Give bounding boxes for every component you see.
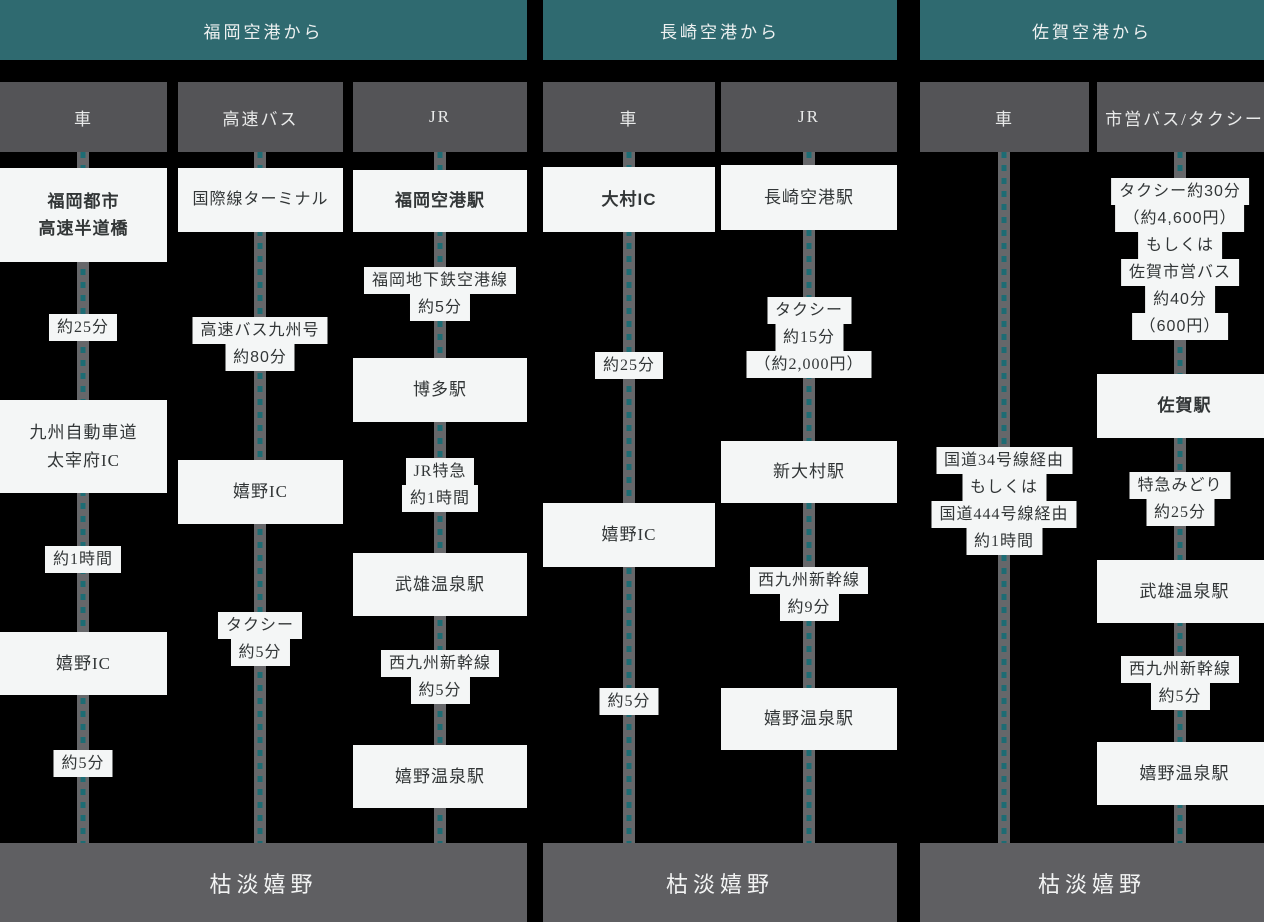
duration-label: 特急みどり 約25分 — [1129, 472, 1231, 526]
duration-label: 約1時間 — [44, 546, 122, 573]
duration-label: 福岡地下鉄空港線 約5分 — [363, 267, 517, 321]
station-box: 嬉野IC — [178, 460, 343, 524]
station-box: 博多駅 — [353, 358, 527, 422]
group-header-saga: 佐賀空港から — [920, 0, 1264, 60]
duration-label: 国道34号線経由 もしくは 国道444号線経由 約1時間 — [931, 447, 1077, 555]
duration-label: タクシー 約5分 — [217, 612, 303, 666]
duration-label: 西九州新幹線 約5分 — [1120, 656, 1240, 710]
station-box: 嬉野IC — [543, 503, 715, 567]
mode-header-jr: JR — [353, 82, 527, 152]
station-box: 佐賀駅 — [1097, 374, 1264, 438]
duration-label: 約5分 — [53, 750, 113, 777]
group-header-nagasaki: 長崎空港から — [543, 0, 897, 60]
duration-label: タクシー約30分 （約4,600円） もしくは 佐賀市営バス 約40分 （600… — [1111, 178, 1249, 340]
mode-header-car: 車 — [0, 82, 167, 152]
mode-header-city-bus-taxi: 市営バス/タクシー — [1097, 82, 1264, 152]
station-box: 嬉野温泉駅 — [1097, 742, 1264, 805]
station-box: 嬉野温泉駅 — [721, 688, 897, 750]
station-box: 嬉野IC — [0, 632, 167, 695]
station-box: 長崎空港駅 — [721, 165, 897, 230]
station-box: 国際線ターミナル — [178, 168, 343, 232]
station-box: 大村IC — [543, 167, 715, 232]
destination-footer: 枯淡嬉野 — [543, 843, 897, 922]
station-box: 嬉野温泉駅 — [353, 745, 527, 808]
station-box: 武雄温泉駅 — [353, 553, 527, 616]
mode-header-highway-bus: 高速バス — [178, 82, 343, 152]
duration-label: 約5分 — [599, 688, 659, 715]
mode-header-car: 車 — [543, 82, 715, 152]
duration-label: 約25分 — [594, 352, 664, 379]
station-box: 武雄温泉駅 — [1097, 560, 1264, 623]
destination-footer: 枯淡嬉野 — [920, 843, 1264, 922]
duration-label: 西九州新幹線 約9分 — [749, 567, 869, 621]
duration-label: JR特急 約1時間 — [401, 458, 479, 512]
station-box: 福岡空港駅 — [353, 170, 527, 232]
destination-footer: 枯淡嬉野 — [0, 843, 527, 922]
group-header-fukuoka: 福岡空港から — [0, 0, 527, 60]
mode-header-car: 車 — [920, 82, 1089, 152]
mode-header-jr: JR — [721, 82, 897, 152]
duration-label: 高速バス九州号 約80分 — [192, 317, 328, 371]
route-line — [623, 152, 635, 843]
duration-label: 約25分 — [48, 314, 118, 341]
duration-label: タクシー 約15分 （約2,000円） — [746, 297, 872, 378]
duration-label: 西九州新幹線 約5分 — [380, 650, 500, 704]
station-box: 九州自動車道 太宰府IC — [0, 400, 167, 493]
station-box: 新大村駅 — [721, 441, 897, 503]
station-box: 福岡都市 高速半道橋 — [0, 168, 167, 262]
